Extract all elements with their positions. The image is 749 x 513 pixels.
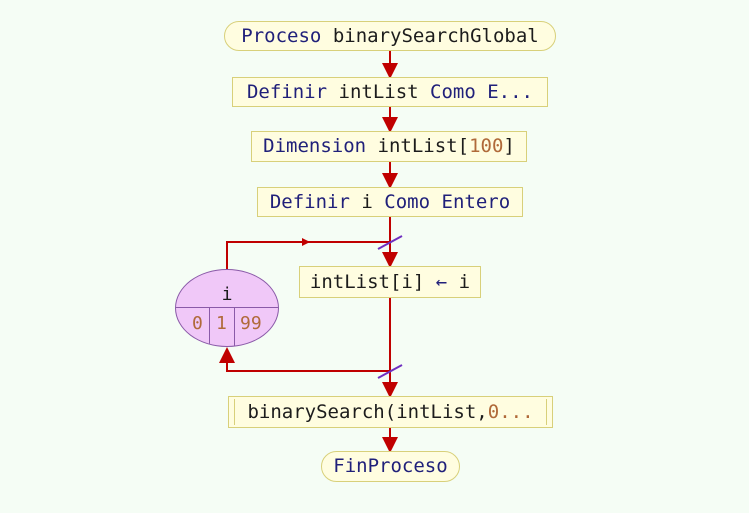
call-arg-zero: 0 (487, 400, 500, 423)
end-keyword: FinProceso (333, 455, 448, 477)
define-i-como: Como (384, 190, 431, 213)
assign-value: i (458, 270, 471, 293)
loop-start-marker (377, 235, 403, 250)
define-keyword: Definir (246, 80, 328, 103)
call-ellipsis: ... (499, 400, 534, 423)
call-arg-list: intList (396, 400, 477, 423)
loop-back-line-top (226, 241, 390, 269)
call-open-paren: ( (384, 400, 397, 423)
assign-node[interactable]: intList[i] ← i (299, 266, 481, 298)
dimension-size: 100 (469, 135, 504, 157)
loop-variable: i (221, 284, 233, 305)
define-type-truncated: Como E... (430, 80, 533, 103)
dimension-close-bracket: ] (503, 135, 515, 157)
loop-step-value: 1 (216, 313, 227, 334)
define-i-type: Entero (441, 190, 511, 213)
define-intlist-node[interactable]: Definir intList Como E... (232, 77, 548, 107)
loop-cell-divider-2 (234, 307, 235, 346)
define-i-keyword: Definir (269, 190, 350, 213)
dimension-open-bracket: [ (457, 135, 470, 157)
loop-cell-divider-1 (209, 307, 210, 346)
end-terminal[interactable]: FinProceso (321, 451, 460, 482)
assign-array-name: intList (309, 270, 390, 293)
start-keyword: Proceso (241, 24, 322, 47)
dimension-node[interactable]: Dimension intList[100] (251, 131, 527, 162)
loop-oval-divider (176, 307, 278, 308)
assign-arrow: ← (435, 270, 448, 293)
start-process-name: binarySearchGlobal (332, 24, 539, 47)
assign-close-bracket: ] (412, 270, 425, 293)
loop-end-value: 99 (240, 313, 262, 334)
start-terminal[interactable]: Proceso binarySearchGlobal (224, 21, 556, 51)
call-left-bar (234, 399, 235, 425)
loop-end-marker (377, 364, 403, 379)
assign-open-bracket: [ (389, 270, 402, 293)
assign-index: i (401, 270, 413, 293)
for-loop-oval[interactable]: i 0 1 99 (175, 269, 279, 347)
loop-back-line-bottom (219, 347, 390, 372)
loop-top-arrowhead (302, 238, 310, 246)
call-comma: , (476, 400, 488, 423)
loop-start-value: 0 (192, 313, 203, 334)
dimension-keyword: Dimension (263, 135, 367, 157)
call-right-bar (546, 399, 547, 425)
define-i-node[interactable]: Definir i Como Entero (257, 187, 523, 217)
call-function-name: binarySearch (247, 400, 385, 423)
define-variable-name: intList (338, 80, 419, 103)
call-subprocess-node[interactable]: binarySearch(intList,0... (228, 396, 553, 428)
dimension-array-name: intList (377, 135, 458, 157)
define-i-name: i (361, 190, 373, 213)
